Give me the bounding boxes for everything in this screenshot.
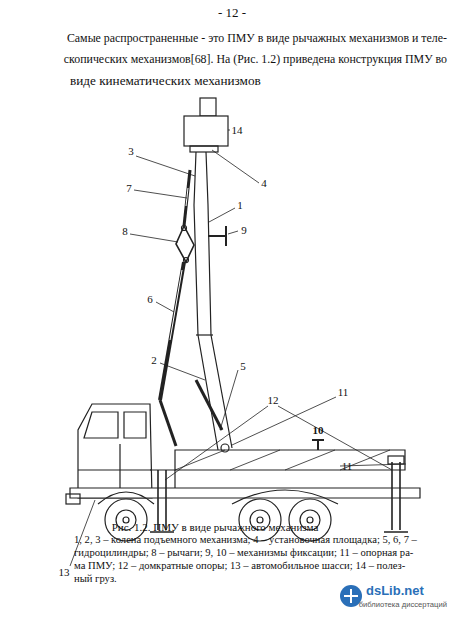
callout-number: 6 (147, 293, 153, 305)
joint (196, 334, 213, 335)
callout-number: 11 (342, 460, 353, 472)
cab (78, 404, 152, 498)
jack-supports (150, 456, 408, 532)
bumper (66, 494, 80, 504)
callout-number: 12 (268, 394, 279, 406)
boom-3 (194, 152, 208, 205)
figure-caption: Рис. 1.2. ПМУ в виде рычажного механизма (112, 521, 319, 533)
watermark: библиотека диссертаций (359, 601, 447, 609)
callout-number: 8 (122, 225, 128, 237)
pin (182, 226, 187, 231)
chassis-detail (150, 470, 175, 488)
callout-number: 2 (151, 354, 157, 366)
callout-number: 4 (261, 177, 267, 189)
callout-number: 14 (232, 124, 243, 136)
body-text: скопических механизмов[68]. На (Рис. 1.2… (64, 53, 447, 66)
body-text: виде кинематических механизмов (70, 74, 261, 89)
fixation-10 (312, 440, 324, 450)
legend-text: ный груз. (74, 573, 117, 585)
wheels (98, 490, 338, 541)
cylinder-6 (160, 262, 184, 400)
callout-number: 11 (338, 386, 349, 398)
frame-truss (175, 450, 390, 470)
pin (184, 258, 189, 263)
cab-window (84, 412, 146, 438)
leader-lines (70, 130, 406, 566)
callout-number: 1 (237, 199, 243, 211)
callout-number: 5 (240, 360, 246, 372)
support-frame (175, 450, 405, 470)
body-text: Самые распространенные - это ПМУ в виде … (67, 32, 447, 45)
payload (184, 116, 228, 146)
top-tube (200, 98, 216, 116)
legend-text: 1, 2, 3 – колена подъемного механизма; 4… (74, 534, 417, 546)
lever-8 (176, 226, 194, 262)
callout-number: 10 (313, 424, 324, 436)
boom-1 (194, 205, 211, 335)
cylinder-5 (160, 400, 176, 446)
cylinder-rod (186, 188, 188, 206)
page-number: - 12 - (218, 6, 246, 20)
callout-number: 9 (241, 224, 247, 236)
chassis-frame (70, 488, 420, 498)
fixation-9 (208, 226, 226, 246)
legend-text: гидроцилиндры; 8 – рычаги; 9, 10 – механ… (74, 547, 413, 559)
legend-text: ма ПМУ; 12 – домкратные опоры; 13 – авто… (74, 560, 405, 572)
callout-number: 3 (128, 145, 134, 157)
watermark: dsLib.net (366, 584, 424, 598)
cylinder-5b (196, 380, 222, 430)
callout-number: 13 (59, 566, 70, 578)
callout-number: 7 (126, 182, 132, 194)
cylinder-rod (170, 270, 182, 340)
